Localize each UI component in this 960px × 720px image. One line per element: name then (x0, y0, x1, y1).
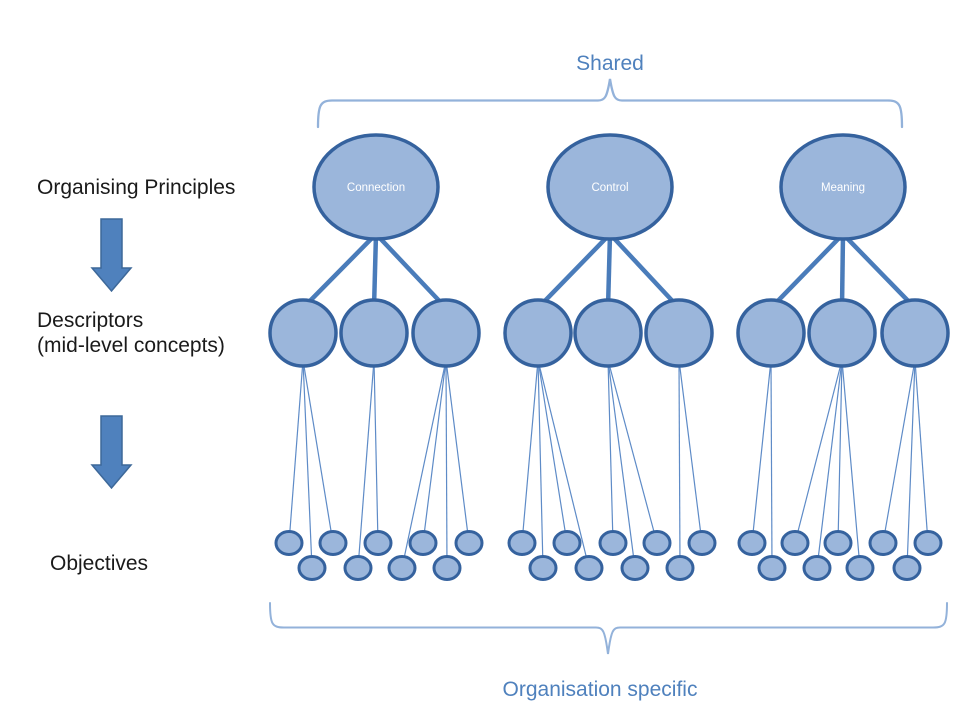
objective-node (528, 555, 558, 581)
objective-node (620, 555, 650, 581)
descriptor-node (503, 298, 573, 368)
descriptor-node (268, 298, 338, 368)
objective-link (914, 359, 929, 544)
objective-node (343, 555, 373, 581)
objective-link (357, 359, 375, 569)
objective-node (297, 555, 327, 581)
descriptor-node (880, 298, 950, 368)
objective-link (751, 359, 772, 544)
descriptor-node (411, 298, 481, 368)
descriptor-node (807, 298, 877, 368)
objective-link (537, 359, 568, 544)
objective-link (607, 359, 658, 544)
objective-node (913, 530, 943, 556)
objective-link (401, 359, 447, 569)
principle-link (841, 232, 917, 310)
objective-node (845, 555, 875, 581)
principle-label: Control (591, 182, 628, 194)
objective-node (892, 555, 922, 581)
objective-node (687, 530, 717, 556)
objective-link (521, 359, 539, 544)
objective-link (906, 359, 916, 569)
objective-node (432, 555, 462, 581)
objective-node (823, 530, 853, 556)
objective-link (537, 359, 544, 569)
objective-link (607, 359, 614, 544)
bottom-brace (269, 602, 948, 655)
principle-link (605, 233, 613, 309)
principle-link (769, 232, 845, 310)
principle-label: Meaning (821, 182, 865, 194)
objective-link (678, 359, 681, 569)
objective-link (882, 359, 916, 544)
objective-node (363, 530, 393, 556)
down-arrow-icon (90, 415, 133, 490)
objective-link (288, 359, 304, 544)
descriptor-node (339, 298, 409, 368)
diagram-layer: Connection Control Meaning (268, 133, 950, 581)
objective-node (642, 530, 672, 556)
objective-link (794, 359, 843, 544)
objective-node (737, 530, 767, 556)
objective-node (598, 530, 628, 556)
principle-label: Connection (347, 182, 405, 194)
objective-node (802, 555, 832, 581)
descriptor-node (736, 298, 806, 368)
objective-node (574, 555, 604, 581)
principle-link (371, 233, 379, 309)
top-brace (316, 78, 904, 129)
objective-link (537, 359, 590, 569)
objective-node (507, 530, 537, 556)
objective-node (408, 530, 438, 556)
descriptors-sublabel: (mid-level concepts) (37, 334, 225, 357)
shared-title: Shared (576, 52, 644, 75)
objective-link (445, 359, 448, 569)
objective-node (757, 555, 787, 581)
objective-link (302, 359, 334, 544)
objective-link (770, 359, 773, 569)
objective-node (318, 530, 348, 556)
objective-link (302, 359, 313, 569)
principle-node (779, 133, 907, 241)
principle-node (546, 133, 674, 241)
principle-node (312, 133, 440, 241)
down-arrow-icon (90, 218, 133, 293)
objective-link (607, 359, 636, 569)
objective-link (678, 359, 703, 544)
principle-link (301, 232, 378, 310)
objective-link (816, 359, 843, 569)
organisation-specific-title: Organisation specific (503, 678, 698, 701)
objective-node (780, 530, 810, 556)
principle-link (536, 232, 612, 310)
objective-node (274, 530, 304, 556)
objective-node (552, 530, 582, 556)
objective-link (373, 359, 379, 544)
objective-node (868, 530, 898, 556)
organising-principles-label: Organising Principles (37, 176, 235, 199)
objective-node (387, 555, 417, 581)
objective-node (454, 530, 484, 556)
objective-link (841, 359, 861, 569)
descriptor-node (573, 298, 643, 368)
objective-link (422, 359, 447, 544)
objective-node (665, 555, 695, 581)
descriptors-label: Descriptors (37, 309, 143, 332)
objective-link (837, 359, 843, 544)
objective-link (445, 359, 470, 544)
descriptor-node (644, 298, 714, 368)
principle-link (608, 232, 681, 310)
objectives-label: Objectives (50, 552, 148, 575)
principle-link (839, 233, 846, 309)
principle-link (374, 232, 448, 310)
